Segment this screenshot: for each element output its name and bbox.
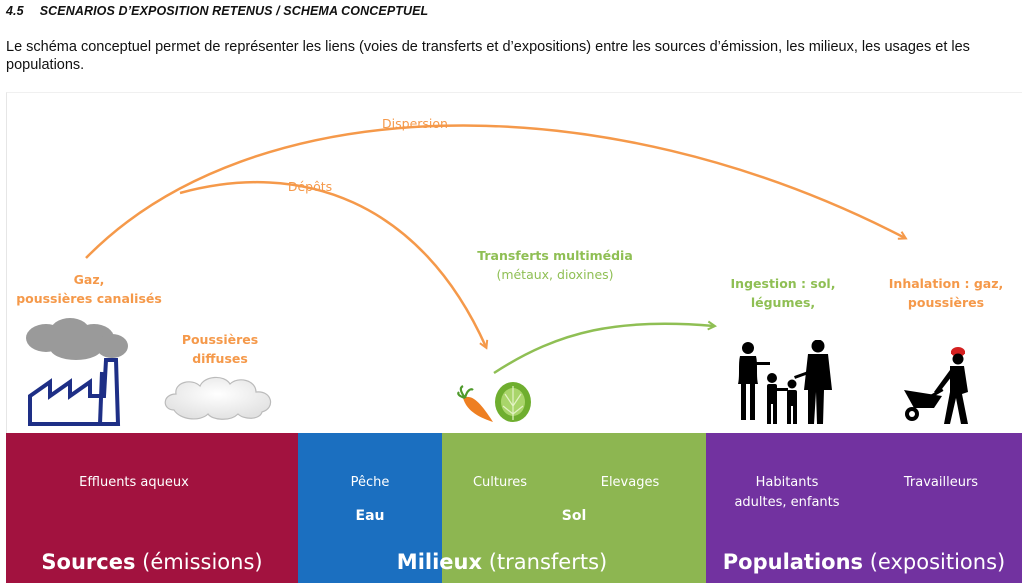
section-number: 4.5 xyxy=(6,4,24,18)
populations-band xyxy=(706,433,1022,583)
elevages-label: Elevages xyxy=(600,475,660,490)
dispersion-arrow xyxy=(85,124,905,259)
depots-label: Dépôts xyxy=(287,179,333,194)
depots-arrow xyxy=(179,181,486,347)
sources-title: Sources (émissions) xyxy=(41,550,263,574)
diagram-frame xyxy=(6,92,1022,582)
transferts-sublabel: (métaux, dioxines) xyxy=(496,267,614,282)
sol-band xyxy=(442,433,706,583)
poussieres-label-line1: Poussières xyxy=(181,332,259,347)
transferts-label: Transferts multimédia xyxy=(477,248,633,263)
sources-band xyxy=(6,433,298,583)
eau-label: Eau xyxy=(355,508,385,524)
milieux-title: Milieux (transferts) xyxy=(396,550,608,574)
cultures-label: Cultures xyxy=(472,475,528,490)
inhalation-label-line2: poussières xyxy=(907,295,985,310)
peche-label: Pêche xyxy=(350,475,390,490)
populations-title: Populations (expositions) xyxy=(722,550,1006,574)
carrot-icon xyxy=(457,385,493,422)
section-title: SCENARIOS D’EXPOSITION RETENUS / SCHEMA … xyxy=(39,4,429,18)
gaz-label-line2: poussières canalisés xyxy=(16,291,162,306)
family-icon xyxy=(738,340,832,424)
eau-band xyxy=(298,433,442,583)
dust-cloud-icon xyxy=(164,376,272,420)
inhalation-label-line1: Inhalation : gaz, xyxy=(888,276,1004,291)
poussieres-label-line2: diffuses xyxy=(192,351,248,366)
dispersion-label: Dispersion xyxy=(382,116,448,131)
effluents-label: Effluents aqueux xyxy=(79,475,189,490)
transferts-arrow xyxy=(493,324,714,375)
habitants-label-line1: Habitants xyxy=(755,475,819,490)
factory-icon xyxy=(28,358,121,426)
smoke-cloud-icon xyxy=(26,318,128,360)
section-heading: 4.5 SCENARIOS D’EXPOSITION RETENUS / SCHE… xyxy=(6,4,428,18)
intro-paragraph: Le schéma conceptuel permet de représent… xyxy=(6,39,970,73)
habitants-label-line2: adultes, enfants xyxy=(734,495,840,510)
ingestion-label-line2: légumes, xyxy=(750,295,816,310)
ingestion-label-line1: Ingestion : sol, xyxy=(730,276,836,291)
lettuce-icon xyxy=(495,382,531,422)
sol-label: Sol xyxy=(561,508,587,524)
gaz-label-line1: Gaz, xyxy=(73,272,105,287)
worker-wheelbarrow-icon xyxy=(904,347,968,424)
travailleurs-label: Travailleurs xyxy=(903,475,979,490)
